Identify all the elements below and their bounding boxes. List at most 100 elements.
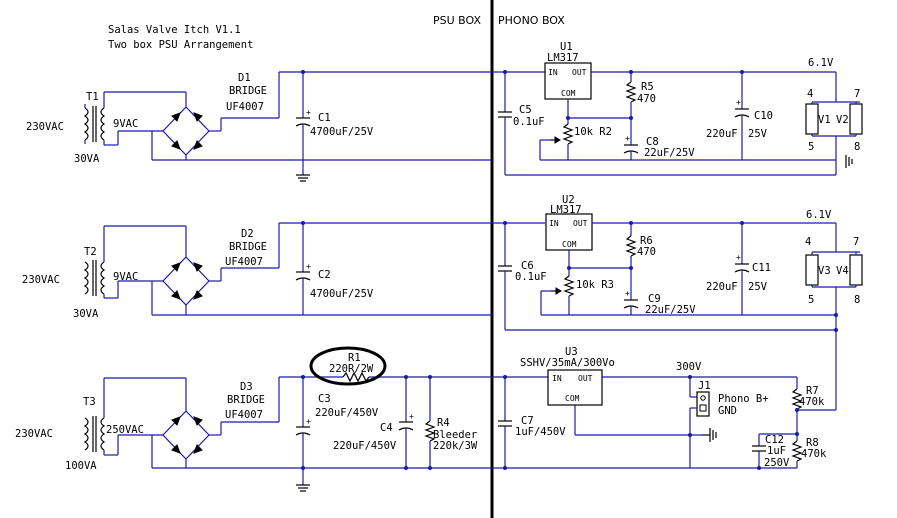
- svg-text:+: +: [736, 253, 741, 262]
- c5-val: 0.1uF: [513, 116, 545, 128]
- svg-text:+: +: [409, 412, 414, 421]
- psu-box-label: PSU BOX: [433, 14, 481, 27]
- resistor-r4: [424, 377, 436, 468]
- u2-pin-com: COM: [562, 240, 577, 249]
- row2-pin7: 7: [853, 236, 859, 248]
- u2-pin-in: IN: [549, 219, 559, 228]
- u1-ref: U1: [560, 41, 573, 53]
- resistor-r1: [342, 371, 548, 383]
- transformer-t2: [83, 225, 186, 299]
- c3-ref: C3: [318, 393, 331, 405]
- r2-label: 10k R2: [574, 126, 612, 138]
- capacitor-c1: +: [295, 72, 311, 182]
- t1-ref: T1: [86, 91, 99, 103]
- row2-pin4: 4: [805, 236, 811, 248]
- t3-rating: 100VA: [65, 460, 97, 472]
- c11-ref: C11: [752, 262, 771, 274]
- capacitor-c8: +: [623, 118, 639, 160]
- u2-part: LM317: [550, 204, 582, 216]
- capacitor-c4: +: [398, 377, 414, 468]
- capacitor-c9: +: [623, 268, 639, 315]
- row3-supply: T3 230VAC 250VAC 100VA D3 BRIDGE UF4007: [15, 346, 836, 492]
- u3-pin-out: OUT: [578, 374, 593, 383]
- d3-type: BRIDGE: [227, 394, 265, 406]
- d2-type: BRIDGE: [229, 241, 267, 253]
- r8-ref: R8: [806, 437, 819, 449]
- row1-pin8: 8: [854, 141, 860, 153]
- svg-text:+: +: [306, 262, 311, 271]
- c12-volt: 250V: [764, 457, 790, 469]
- c2-val: 4700uF/25V: [310, 288, 374, 300]
- c11-val: 220uF: [706, 281, 738, 293]
- row1-pin4: 4: [807, 88, 813, 100]
- t1-primary: 230VAC: [26, 121, 64, 133]
- valve-v2-label: V2: [836, 114, 849, 126]
- row2-pin5: 5: [808, 294, 814, 306]
- t1-rating: 30VA: [74, 153, 100, 165]
- t2-rating: 30VA: [73, 308, 99, 320]
- t1-secondary: 9VAC: [113, 118, 138, 130]
- c9-val: 22uF/25V: [645, 304, 696, 316]
- c2-ref: C2: [318, 269, 331, 281]
- bridge-d1: [151, 72, 492, 161]
- svg-text:+: +: [736, 98, 741, 107]
- c10-ref: C10: [754, 110, 773, 122]
- row1-pin5: 5: [808, 141, 814, 153]
- u1-pin-com: COM: [561, 89, 576, 98]
- r8-val: 470k: [801, 448, 827, 460]
- row2-pin8: 8: [854, 294, 860, 306]
- svg-text:+: +: [306, 108, 311, 117]
- c4-val: 220uF/450V: [333, 440, 397, 452]
- r6-ref: R6: [640, 235, 653, 247]
- title-line1: Salas Valve Itch V1.1: [108, 24, 241, 36]
- c10-val: 220uF: [706, 128, 738, 140]
- resistor-r8: [791, 434, 803, 468]
- c12-ref: C12: [765, 434, 784, 446]
- u2-pin-out: OUT: [573, 219, 588, 228]
- j1-ref: J1: [698, 380, 711, 392]
- c7-ref: C7: [521, 415, 534, 427]
- connector-j1: [689, 377, 717, 468]
- r4-name: Bleeder: [433, 429, 477, 441]
- transformer-t3: [83, 377, 186, 456]
- t2-secondary: 9VAC: [113, 271, 138, 283]
- c7-val: 1uF/450V: [515, 426, 566, 438]
- r6-val: 470: [637, 246, 656, 258]
- u3-pin-in: IN: [552, 374, 562, 383]
- r5-val: 470: [637, 93, 656, 105]
- c3-val: 220uF/450V: [315, 407, 379, 419]
- capacitor-c5: [498, 72, 512, 175]
- t3-primary: 230VAC: [15, 428, 53, 440]
- d2-ref: D2: [241, 228, 254, 240]
- resistor-r6: [625, 223, 637, 268]
- u2-ref: U2: [562, 194, 575, 206]
- r7-val: 470k: [799, 396, 825, 408]
- c1-val: 4700uF/25V: [310, 126, 374, 138]
- capacitor-c3: +: [295, 377, 311, 492]
- u3-pin-com: COM: [565, 394, 580, 403]
- d3-part: UF4007: [225, 409, 263, 421]
- valve-v4-label: V4: [836, 265, 849, 277]
- row3-vout: 300V: [676, 361, 702, 373]
- u1-part: LM317: [547, 52, 579, 64]
- highlight-circle: [309, 346, 387, 386]
- u1-pin-out: OUT: [572, 68, 587, 77]
- bridge-d2: [151, 223, 492, 316]
- r5-ref: R5: [641, 81, 654, 93]
- c8-ref: C8: [646, 136, 659, 148]
- transformer-t1: [83, 91, 186, 146]
- resistor-r5: [625, 72, 637, 118]
- c12-val: 1uF: [767, 445, 786, 457]
- valve-heaters-v3-v4: [805, 223, 863, 410]
- capacitor-c11: +: [734, 223, 750, 315]
- d1-part: UF4007: [226, 101, 264, 113]
- svg-text:+: +: [625, 134, 630, 143]
- row1-supply: T1 230VAC 9VAC 30VA D1 BRIDGE UF4007: [26, 41, 863, 182]
- row2-supply: T2 230VAC 9VAC 30VA D2 BRIDGE UF4007: [22, 194, 863, 410]
- resistor-r7: [791, 377, 803, 434]
- u3-part: SSHV/35mA/300Vo: [520, 357, 615, 369]
- phono-box-label: PHONO BOX: [498, 14, 565, 27]
- regulator-u3: [547, 369, 603, 406]
- r7-ref: R7: [806, 385, 819, 397]
- c10-volt: 25V: [748, 128, 768, 140]
